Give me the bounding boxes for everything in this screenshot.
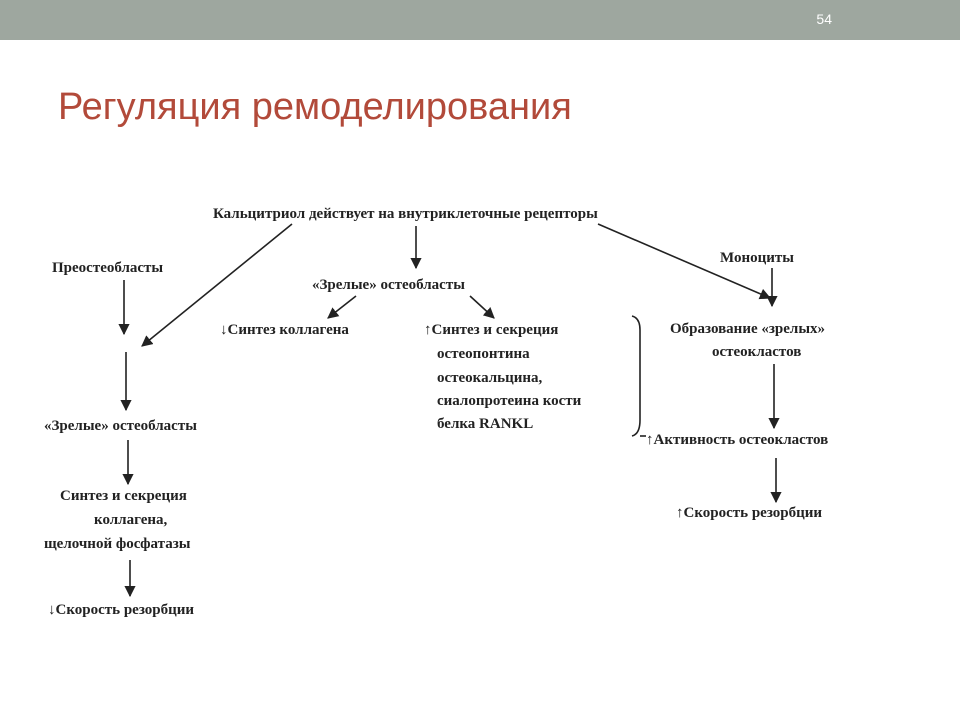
secretion-line-2: остеопонтина (437, 346, 530, 362)
secretion-line-5: белка RANKL (437, 416, 533, 432)
arrow-middle-to-collagen (327, 295, 357, 319)
secretion-bracket (631, 315, 641, 437)
secretion-line-3: остеокальцина, (437, 370, 543, 386)
monocytes-node: Моноциты (720, 250, 794, 266)
top-bar: 54 (0, 0, 960, 40)
left-synthesis-line-2: коллагена, (94, 512, 167, 528)
left-resorption-node: ↓Скорость резорбции (48, 602, 194, 618)
arrow-middle-to-secretion (469, 295, 495, 319)
formation-line-1: Образование «зрелых» (670, 321, 825, 337)
preosteoblasts-node: Преостеобласты (52, 260, 163, 276)
left-synthesis-line-3: щелочной фосфатазы (44, 536, 191, 552)
left-synthesis-line-1: Синтез и секреция (60, 488, 187, 504)
middle-mature-osteoblasts-node: «Зрелые» остеобласты (312, 277, 465, 293)
left-mature-osteoblasts-node: «Зрелые» остеобласты (44, 418, 197, 434)
slide-number: 54 (816, 11, 832, 27)
arrow-root-to-right-formation (597, 223, 772, 300)
root-node: Кальцитриол действует на внутриклеточные… (213, 206, 598, 222)
arrow-root-to-left-mature (141, 223, 293, 347)
activity-node: ↑Активность остеокластов (646, 432, 828, 448)
secretion-line-4: сиалопротеина кости (437, 393, 582, 409)
slide-title: Регуляция ремоделирования (58, 86, 572, 128)
collagen-synthesis-node: ↓Синтез коллагена (220, 322, 349, 338)
formation-line-2: остеокластов (712, 344, 801, 360)
right-resorption-node: ↑Скорость резорбции (676, 505, 822, 521)
secretion-line-1: ↑Синтез и секреция (424, 322, 558, 338)
